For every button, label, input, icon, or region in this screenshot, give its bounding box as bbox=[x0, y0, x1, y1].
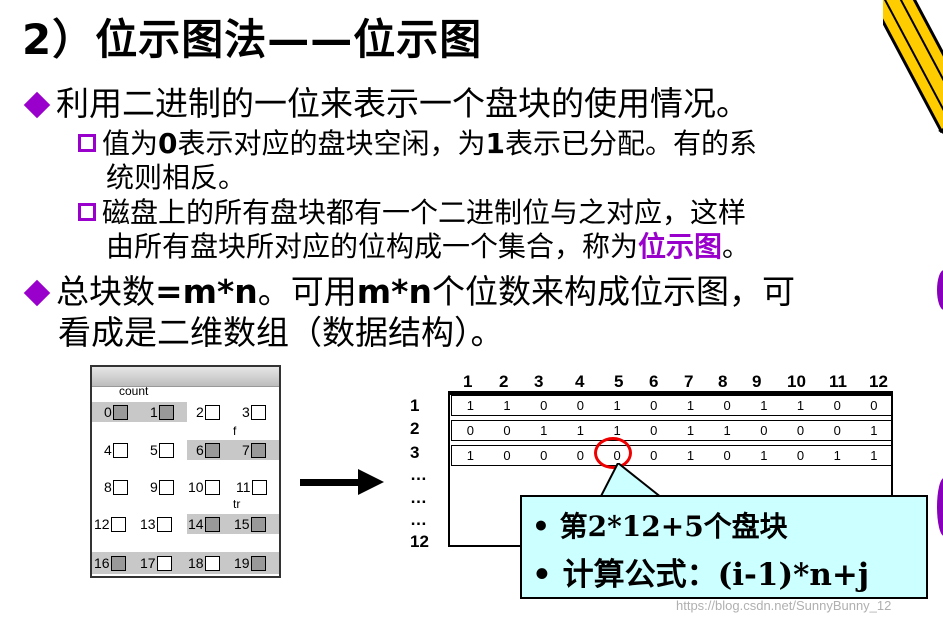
callout-line: • 计算公式：(i-1)*n+j bbox=[532, 557, 870, 593]
disk-block: 15 bbox=[234, 515, 266, 533]
disk-block: 4 bbox=[104, 441, 128, 459]
column-number: 3 bbox=[534, 372, 544, 391]
disk-top bbox=[92, 367, 279, 387]
disk-block: 8 bbox=[104, 478, 128, 496]
disk-block: 14 bbox=[188, 515, 220, 533]
row-number: 12 bbox=[410, 532, 429, 551]
diamond-bullet-icon bbox=[23, 91, 51, 119]
disk-block: 6 bbox=[196, 441, 220, 459]
disk-block: 17 bbox=[140, 554, 172, 572]
callout-line: • 第2*12+5个盘块 bbox=[532, 510, 788, 543]
arrow-right-icon bbox=[358, 469, 384, 495]
highlight-circle bbox=[594, 437, 632, 469]
row-number: … bbox=[410, 488, 427, 507]
bullet-continuation: 看成是二维数组（数据结构）。 bbox=[58, 313, 504, 352]
disk-block: 9 bbox=[150, 478, 174, 496]
disk-block: 1 bbox=[150, 403, 174, 421]
column-number: 1 bbox=[463, 372, 473, 391]
disk-block: 19 bbox=[234, 554, 266, 572]
square-bullet-icon bbox=[78, 203, 96, 221]
row-number: … bbox=[410, 510, 427, 529]
count-label: count bbox=[119, 384, 149, 398]
column-number: 12 bbox=[869, 372, 888, 391]
column-number: 4 bbox=[575, 372, 585, 391]
row-number: … bbox=[410, 465, 427, 484]
watermark: https://blog.csdn.net/SunnyBunny_12 bbox=[676, 598, 892, 613]
disk-block: 5 bbox=[150, 441, 174, 459]
disk-block: 11 bbox=[236, 478, 267, 496]
disk-block: 18 bbox=[188, 554, 220, 572]
edge-decoration bbox=[937, 478, 943, 536]
highlight-term: 位示图 bbox=[638, 230, 723, 263]
allocated-band bbox=[92, 552, 279, 574]
disk-block: 0 bbox=[104, 403, 128, 421]
f-label: f bbox=[233, 424, 237, 438]
disk-block: 10 bbox=[188, 478, 220, 496]
disk-block: 3 bbox=[242, 403, 266, 421]
row-number: 3 bbox=[410, 443, 420, 462]
column-number: 9 bbox=[752, 372, 762, 391]
column-number: 10 bbox=[787, 372, 806, 391]
subbullet-continuation: 由所有盘块所对应的位构成一个集合，称为位示图。 bbox=[106, 230, 751, 263]
disk-block: 7 bbox=[242, 441, 266, 459]
column-number: 5 bbox=[614, 372, 624, 391]
column-number: 6 bbox=[649, 372, 659, 391]
disk-block: 12 bbox=[94, 515, 126, 533]
subbullet-bit-meaning: 值为0表示对应的盘块空闲，为1表示已分配。有的系 bbox=[78, 127, 757, 161]
diamond-bullet-icon bbox=[23, 279, 51, 307]
row-number: 2 bbox=[410, 419, 420, 438]
tr-label: tr bbox=[233, 497, 241, 511]
arrow-shaft bbox=[300, 479, 362, 486]
edge-decoration bbox=[937, 270, 943, 310]
column-number: 8 bbox=[718, 372, 728, 391]
slide-title: 2）位示图法——位示图 bbox=[22, 15, 483, 64]
square-bullet-icon bbox=[78, 134, 96, 152]
bullet-total-blocks: 总块数=m*n。可用m*n个位数来构成位示图，可 bbox=[23, 272, 795, 312]
pencil-icon bbox=[883, 0, 943, 150]
bullet-bitmap-definition: 利用二进制的一位来表示一个盘块的使用情况。 bbox=[23, 84, 749, 124]
callout-pointer bbox=[600, 463, 665, 499]
disk-block: 2 bbox=[196, 403, 220, 421]
subbullet-bit-mapping: 磁盘上的所有盘块都有一个二进制位与之对应，这样 bbox=[78, 196, 746, 230]
formula-callout: • 第2*12+5个盘块 • 计算公式：(i-1)*n+j bbox=[520, 495, 928, 599]
column-number: 2 bbox=[499, 372, 509, 391]
disk-block: 16 bbox=[94, 554, 126, 572]
column-number: 11 bbox=[829, 372, 847, 391]
disk-block: 13 bbox=[140, 515, 172, 533]
disk-illustration: count f tr 0 1 2 3 4 5 6 7 8 9 10 11 12 … bbox=[90, 365, 281, 578]
column-number: 7 bbox=[684, 372, 694, 391]
row-number: 1 bbox=[410, 396, 420, 415]
subbullet-continuation: 统则相反。 bbox=[106, 161, 247, 194]
